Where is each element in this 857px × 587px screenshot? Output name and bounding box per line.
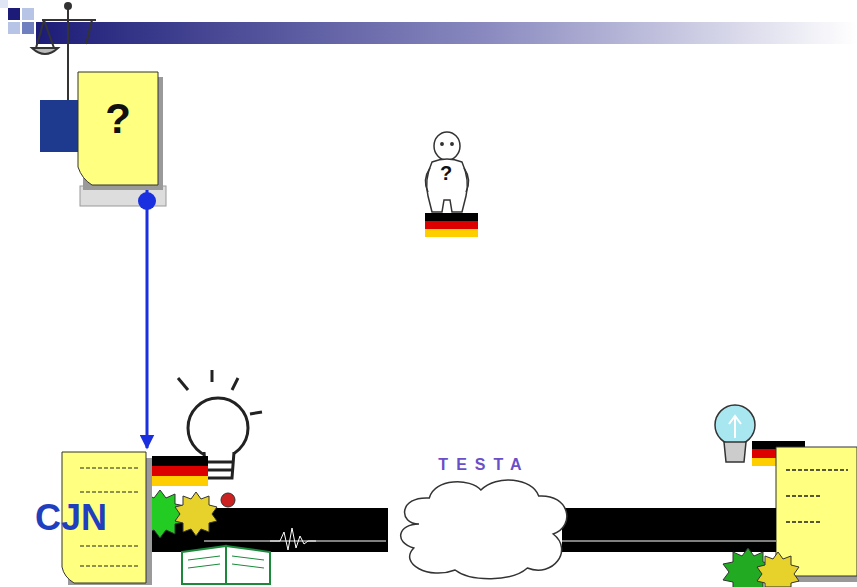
question-mark: ?: [440, 163, 452, 183]
document-box: ?: [78, 72, 158, 185]
flag-germany: [425, 213, 478, 237]
connector-dot: [138, 192, 156, 210]
lightbulb: [715, 405, 755, 462]
book-block: [40, 100, 82, 152]
network-cloud: TESTA: [388, 452, 580, 582]
node-label: CJN: [35, 498, 107, 538]
network-line: [562, 508, 776, 552]
node-label: ?: [78, 96, 158, 142]
header-bar: [0, 0, 857, 44]
document-box: CJN: [30, 448, 152, 585]
gears: [723, 548, 799, 587]
book: [182, 546, 270, 584]
arrow-connector: [146, 185, 149, 448]
person-figure: [425, 132, 468, 212]
node-label: TESTA: [388, 456, 580, 474]
flag-germany: [152, 456, 208, 486]
